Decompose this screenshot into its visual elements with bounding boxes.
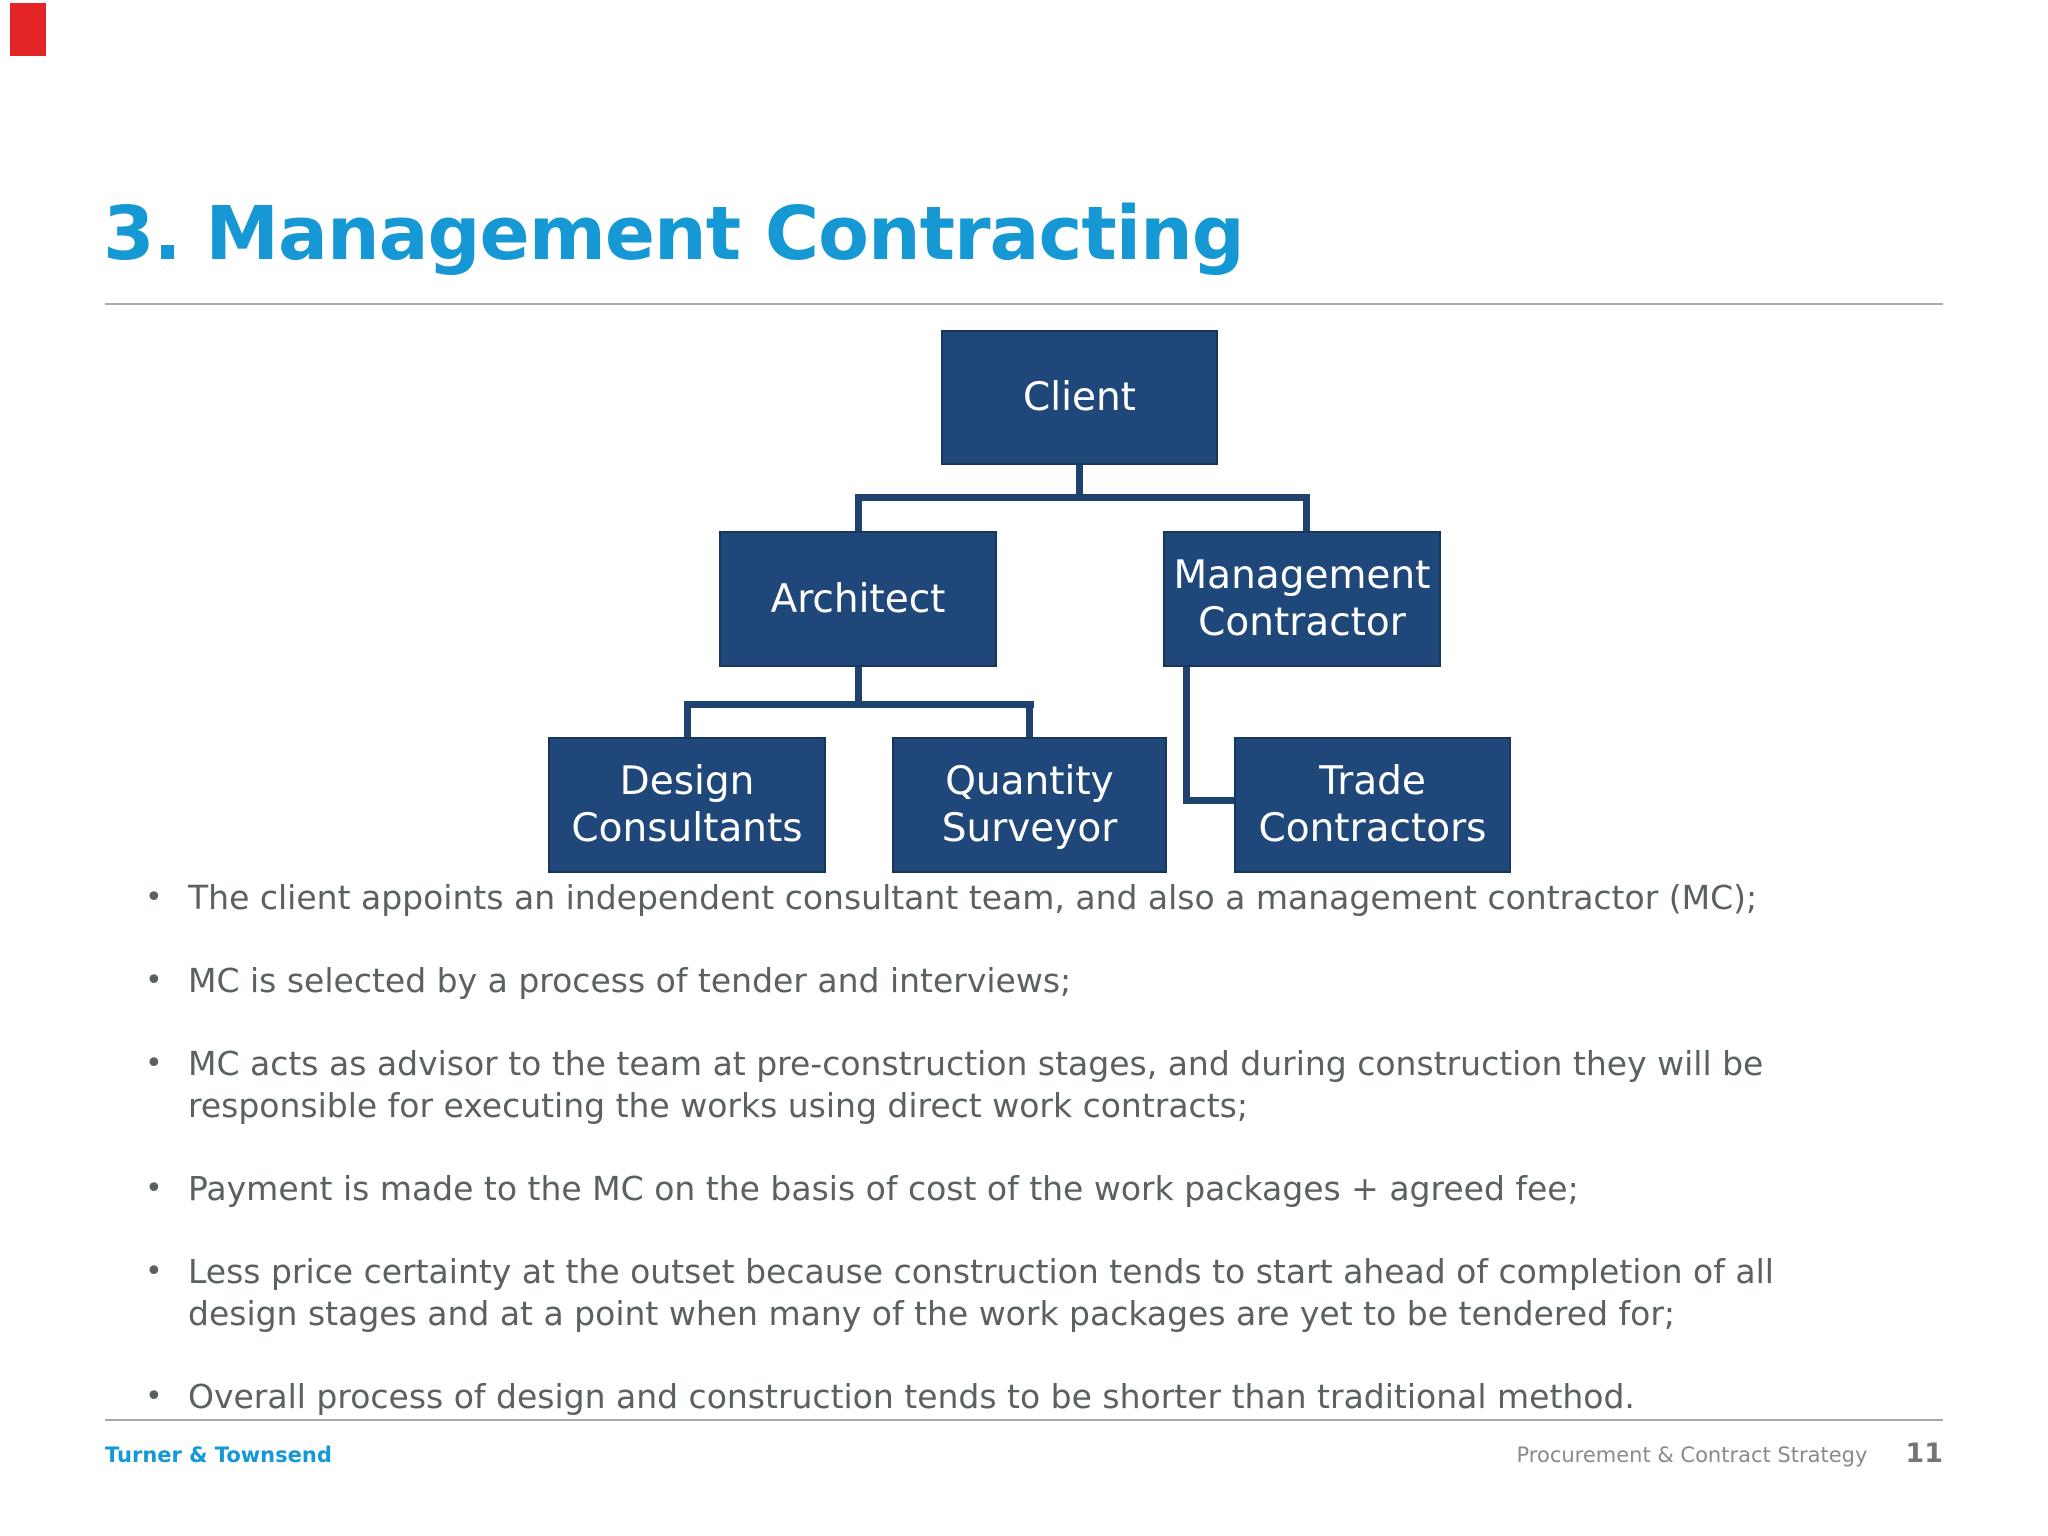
diagram-node-architect: Architect — [719, 531, 997, 667]
bullet-item: Payment is made to the MC on the basis o… — [142, 1168, 1878, 1210]
bullet-item: MC is selected by a process of tender an… — [142, 960, 1878, 1002]
title-divider — [105, 303, 1943, 305]
connector-drop-architect — [855, 494, 862, 532]
node-label: Quantity — [945, 759, 1114, 804]
node-label: Contractor — [1198, 600, 1406, 645]
diagram-node-quantity-surveyor: Quantity Surveyor — [892, 737, 1167, 873]
bullet-text: The client appoints an independent consu… — [188, 878, 1758, 917]
footer-divider — [105, 1419, 1943, 1421]
diagram-node-client: Client — [941, 330, 1218, 465]
node-label: Contractors — [1258, 806, 1487, 851]
node-label: Client — [1023, 375, 1136, 420]
connector-mc-to-trade — [1183, 797, 1235, 804]
node-label: Surveyor — [941, 806, 1118, 851]
connector-drop-management-contractor — [1303, 494, 1310, 532]
connector-mc-vertical — [1183, 667, 1190, 804]
diagram-node-design-consultants: Design Consultants — [548, 737, 826, 873]
bullet-item: The client appoints an independent consu… — [142, 877, 1878, 919]
footer: Turner & Townsend Procurement & Contract… — [105, 1438, 1943, 1469]
node-label: Design — [619, 759, 755, 804]
connector-client-stem — [1076, 465, 1083, 498]
connector-architect-bar — [684, 701, 1034, 708]
bullet-list: The client appoints an independent consu… — [142, 877, 1878, 1459]
page-title: 3. Management Contracting — [103, 190, 1245, 277]
connector-drop-design-consultants — [684, 701, 691, 738]
node-label: Consultants — [571, 806, 803, 851]
brand-name: Turner & Townsend — [105, 1443, 332, 1467]
node-label: Management — [1173, 553, 1431, 598]
node-label: Architect — [770, 576, 946, 622]
footer-right: Procurement & Contract Strategy 11 — [1517, 1438, 1943, 1469]
connector-architect-stem — [855, 667, 862, 705]
bullet-text: responsible for executing the works usin… — [188, 1086, 1248, 1125]
page-number: 11 — [1905, 1438, 1943, 1469]
connector-client-bar — [855, 494, 1310, 501]
bullet-text: Overall process of design and constructi… — [188, 1377, 1635, 1416]
diagram-node-management-contractor: Management Contractor — [1163, 531, 1441, 667]
footer-section-title: Procurement & Contract Strategy — [1516, 1443, 1868, 1467]
diagram-node-trade-contractors: Trade Contractors — [1234, 737, 1511, 873]
bullet-item: MC acts as advisor to the team at pre-co… — [142, 1043, 1878, 1127]
bullet-text: MC acts as advisor to the team at pre-co… — [188, 1044, 1764, 1083]
bullet-item: Less price certainty at the outset becau… — [142, 1251, 1878, 1335]
bullet-text: design stages and at a point when many o… — [188, 1294, 1675, 1333]
bullet-item: Overall process of design and constructi… — [142, 1376, 1878, 1418]
bullet-text: Less price certainty at the outset becau… — [188, 1252, 1774, 1291]
node-label: Trade — [1319, 759, 1426, 804]
connector-drop-quantity-surveyor — [1026, 701, 1033, 738]
red-corner-mark — [10, 3, 46, 56]
bullet-text: Payment is made to the MC on the basis o… — [188, 1169, 1579, 1208]
bullet-text: MC is selected by a process of tender an… — [188, 961, 1072, 1000]
